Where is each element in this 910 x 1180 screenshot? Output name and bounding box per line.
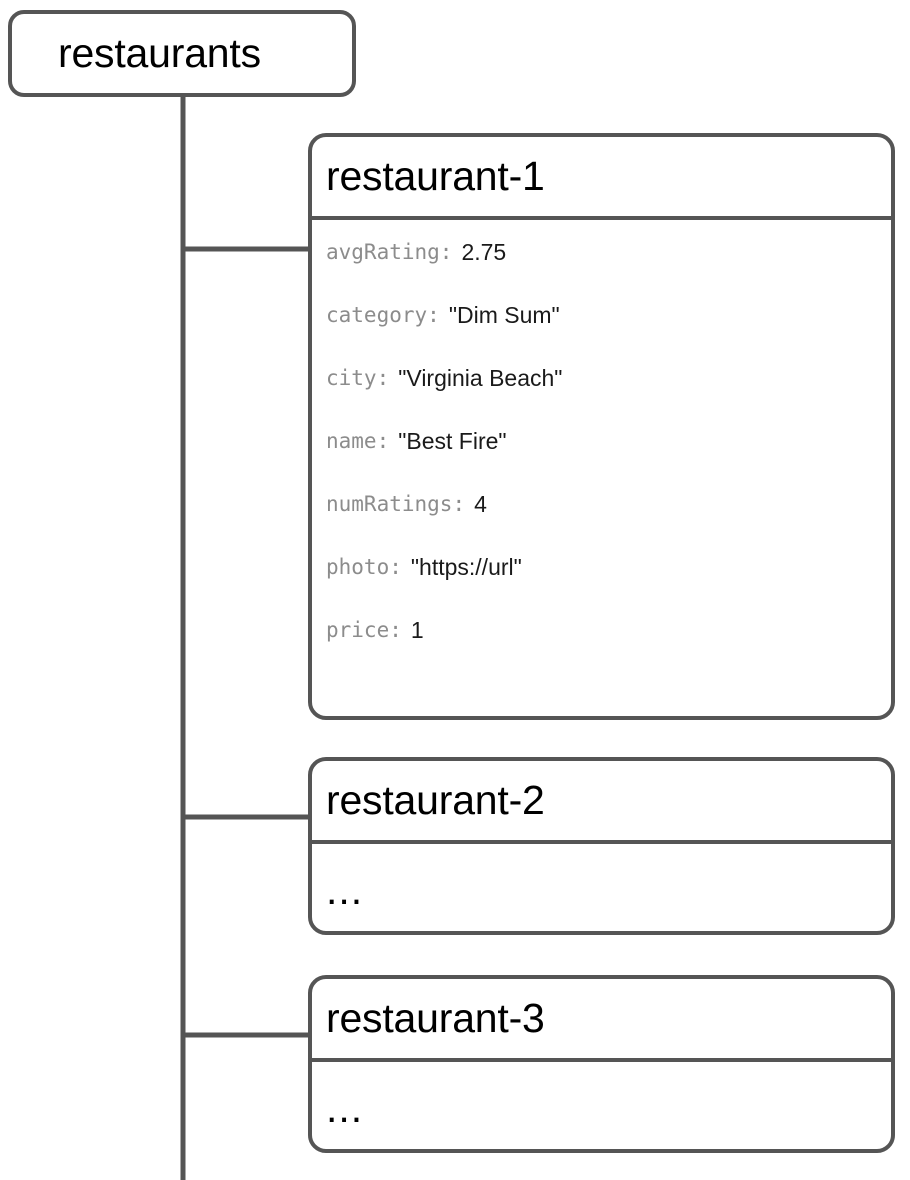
root-collection-label: restaurants	[58, 30, 261, 76]
document-card-restaurant-1[interactable]: restaurant-1 avgRating : 2.75 category :…	[308, 133, 895, 720]
field-row: price : 1	[326, 617, 891, 683]
field-value: 4	[474, 491, 487, 517]
document-header: restaurant-2	[312, 761, 891, 844]
document-fields-list: ...	[312, 844, 891, 911]
document-header: restaurant-1	[312, 137, 891, 220]
document-fields-list: avgRating : 2.75 category : "Dim Sum" ci…	[312, 220, 891, 683]
field-value: 2.75	[461, 239, 507, 265]
field-colon: :	[427, 303, 440, 327]
field-key: numRatings	[326, 492, 453, 516]
field-key: avgRating	[326, 240, 440, 264]
field-row: photo : "https://url"	[326, 554, 891, 620]
collapsed-ellipsis: ...	[326, 1085, 364, 1131]
field-row: name : "Best Fire"	[326, 428, 891, 494]
field-colon: :	[389, 618, 402, 642]
field-key: name	[326, 429, 377, 453]
field-key: price	[326, 618, 390, 642]
root-collection-node[interactable]: restaurants	[8, 10, 356, 97]
field-value: "Dim Sum"	[448, 302, 560, 328]
document-id-label: restaurant-1	[326, 153, 545, 199]
field-value: "https://url"	[410, 554, 522, 580]
field-value: "Virginia Beach"	[398, 365, 563, 391]
field-colon: :	[376, 366, 390, 390]
document-fields-list: ...	[312, 1062, 891, 1129]
field-key: photo	[326, 555, 390, 579]
document-id-label: restaurant-3	[326, 995, 545, 1041]
field-colon: :	[376, 429, 390, 453]
document-id-label: restaurant-2	[326, 777, 545, 823]
field-row: category : "Dim Sum"	[326, 302, 891, 368]
document-card-restaurant-3[interactable]: restaurant-3 ...	[308, 975, 895, 1153]
field-row: numRatings : 4	[326, 491, 891, 557]
field-value: "Best Fire"	[398, 428, 507, 454]
field-colon: :	[389, 555, 402, 579]
field-colon: :	[452, 492, 466, 516]
collapsed-ellipsis: ...	[326, 867, 364, 913]
document-card-restaurant-2[interactable]: restaurant-2 ...	[308, 757, 895, 935]
document-header: restaurant-3	[312, 979, 891, 1062]
field-key: city	[326, 366, 377, 390]
field-value: 1	[410, 617, 424, 643]
field-colon: :	[439, 240, 453, 264]
field-row: city : "Virginia Beach"	[326, 365, 891, 431]
field-row: avgRating : 2.75	[326, 239, 891, 305]
field-key: category	[326, 303, 428, 327]
